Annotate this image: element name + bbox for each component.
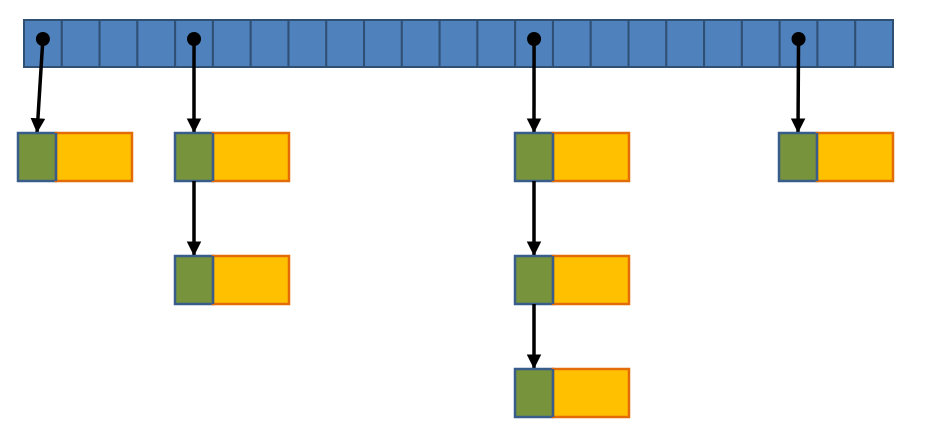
- chain-node: [16, 131, 134, 183]
- pointer-arrow: [30, 38, 46, 134]
- node-value-cell: [54, 131, 134, 183]
- bucket-chain: [513, 32, 631, 419]
- bucket-cell: [136, 19, 177, 68]
- bucket-cell: [589, 19, 630, 68]
- bucket-cell: [740, 19, 781, 68]
- chain-node: [513, 367, 631, 419]
- node-value-cell: [211, 254, 291, 306]
- node-value-cell: [551, 131, 631, 183]
- node-key-cell: [173, 131, 215, 183]
- chain-node: [513, 131, 631, 183]
- chain-node: [173, 131, 291, 183]
- node-key-cell: [173, 254, 215, 306]
- node-value-cell: [211, 131, 291, 183]
- node-value-cell: [551, 367, 631, 419]
- bucket-array: [23, 19, 894, 68]
- bucket-chain: [777, 32, 895, 183]
- bucket-cell: [98, 19, 139, 68]
- bucket-cell: [211, 19, 252, 68]
- bucket-cell: [476, 19, 517, 68]
- bucket-cell: [551, 19, 592, 68]
- bucket-cell: [325, 19, 366, 68]
- chain-node: [777, 131, 895, 183]
- bucket-cell: [363, 19, 403, 68]
- pointer-arrow: [790, 38, 806, 134]
- bucket-cell: [627, 19, 668, 68]
- bucket-cell: [400, 19, 441, 68]
- bucket-cell: [249, 19, 290, 68]
- node-value-cell: [551, 254, 631, 306]
- bucket-chain: [173, 32, 291, 306]
- node-key-cell: [16, 131, 58, 183]
- node-value-cell: [815, 131, 895, 183]
- bucket-cell: [703, 19, 743, 68]
- node-key-cell: [513, 367, 555, 419]
- bucket-cell: [816, 19, 857, 68]
- chain-node: [173, 254, 291, 306]
- bucket-cell: [438, 19, 479, 68]
- node-key-cell: [777, 131, 819, 183]
- node-key-cell: [513, 254, 555, 306]
- bucket-cell: [287, 19, 328, 68]
- node-key-cell: [513, 131, 555, 183]
- bucket-cell: [854, 19, 894, 68]
- chains: [16, 32, 895, 419]
- bucket-cell: [665, 19, 706, 68]
- bucket-cell: [60, 19, 101, 68]
- bucket-chain: [16, 32, 134, 183]
- chain-node: [513, 254, 631, 306]
